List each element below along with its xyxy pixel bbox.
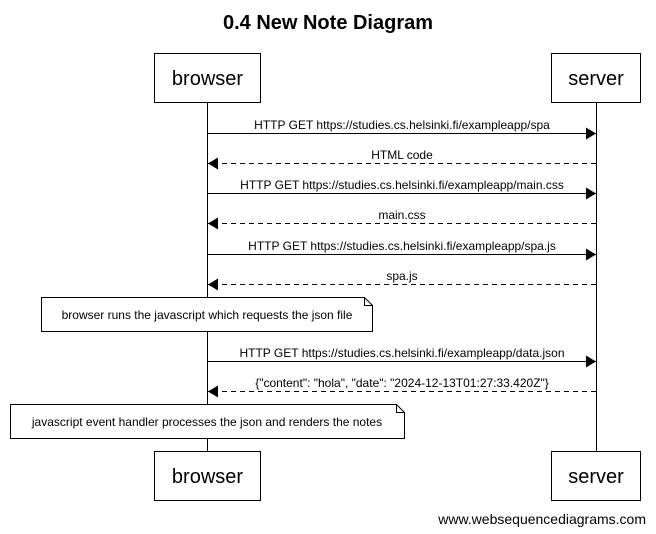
message-1: HTTP GET https://studies.cs.helsinki.fi/… [208,118,596,140]
message-8-label: {"content": "hola", "date": "2024-12-13T… [255,376,549,390]
actor-server-top-label: server [568,68,624,90]
message-6: spa.js [208,269,596,291]
actor-browser-bottom-label: browser [172,466,243,488]
actor-browser-bottom: browser [154,451,261,501]
diagram-title: 0.4 New Note Diagram [223,12,433,34]
message-7: HTTP GET https://studies.cs.helsinki.fi/… [208,346,596,368]
message-2: HTML code [208,148,596,170]
message-3-label: HTTP GET https://studies.cs.helsinki.fi/… [240,178,564,192]
actor-server-bottom: server [551,451,641,501]
actor-browser-top: browser [154,53,261,103]
actor-server-top: server [551,53,641,103]
message-5-label: HTTP GET https://studies.cs.helsinki.fi/… [248,239,556,253]
note-1-label: browser runs the javascript which reques… [62,308,353,322]
message-3: HTTP GET https://studies.cs.helsinki.fi/… [208,178,596,200]
note-2: javascript event handler processes the j… [10,404,405,439]
message-2-label: HTML code [371,148,433,162]
message-7-label: HTTP GET https://studies.cs.helsinki.fi/… [239,346,564,360]
message-4: main.css [208,208,596,230]
message-4-label: main.css [378,208,425,222]
actor-browser-top-label: browser [172,68,243,90]
message-1-label: HTTP GET https://studies.cs.helsinki.fi/… [254,118,550,132]
actor-server-bottom-label: server [568,466,624,488]
message-8: {"content": "hola", "date": "2024-12-13T… [208,376,596,398]
note-2-label: javascript event handler processes the j… [31,415,382,429]
message-5: HTTP GET https://studies.cs.helsinki.fi/… [208,239,596,261]
note-1: browser runs the javascript which reques… [41,297,373,332]
message-6-label: spa.js [386,269,417,283]
footer-watermark[interactable]: www.websequencediagrams.com [437,511,646,527]
